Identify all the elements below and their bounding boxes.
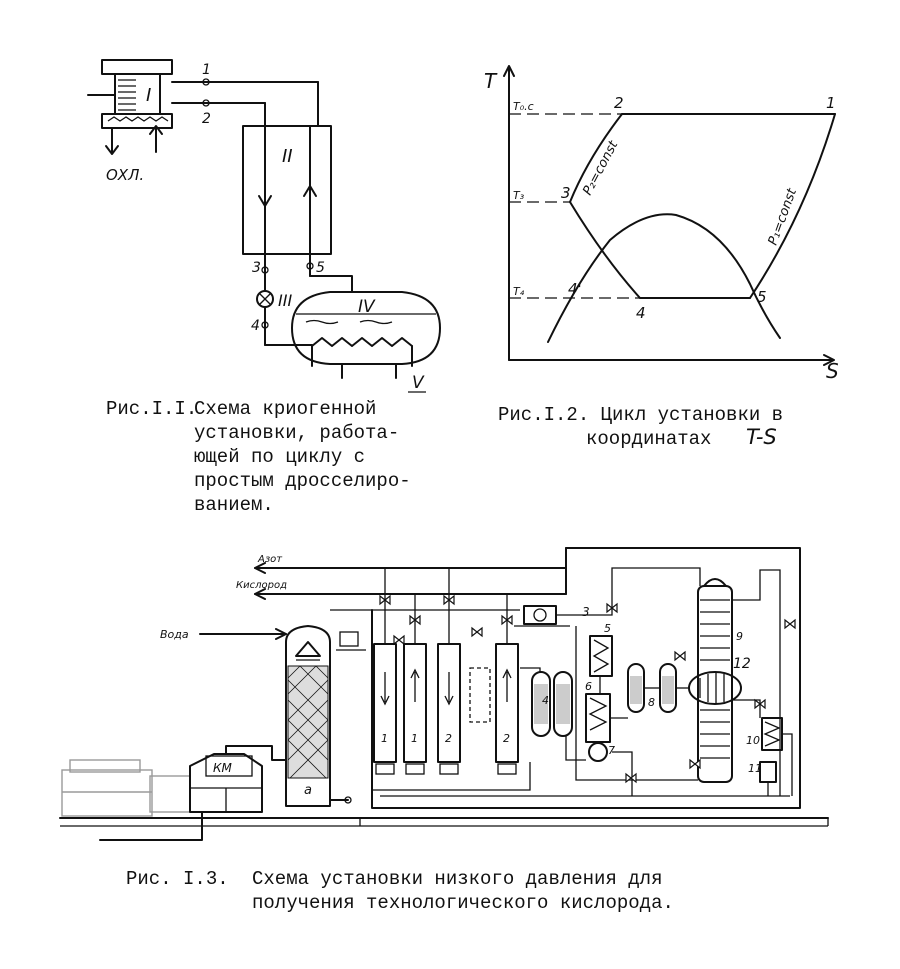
adsorber-4	[531, 671, 551, 737]
fig1-caption-line-1: Схема криогенной	[194, 398, 377, 420]
label-III: III	[278, 291, 292, 310]
fig3-caption-line-2: получения технологического кислорода.	[252, 892, 674, 914]
fig3-caption-lead: Рис. I.3.	[126, 868, 229, 890]
label-V: V	[412, 373, 425, 393]
heater-coil	[311, 337, 413, 347]
fig1-scheme: I ОХЛ. 1 2 II 3 III 4 5	[87, 59, 441, 393]
fig2-caption-line-2: координатах	[586, 428, 712, 450]
stream-nitrogen: Азот	[257, 554, 283, 565]
num-9: 9	[736, 630, 743, 643]
fig1-caption-line-3: ющей по циклу с	[194, 446, 366, 468]
level-t3: Т₃	[513, 189, 525, 202]
coolant-out-arrow-icon	[105, 145, 119, 155]
compressor-top-plate	[101, 59, 173, 75]
num-10: 10	[746, 734, 760, 747]
label-coolant: ОХЛ.	[106, 166, 144, 184]
ts-point-2: 2	[614, 94, 624, 112]
heat-exchanger-5	[589, 635, 613, 677]
axis-s-label: S	[826, 359, 839, 383]
fig2-caption-ts: T-S	[746, 425, 777, 449]
level-t0c: Т₀.с	[513, 100, 534, 113]
num-2b: 2	[503, 732, 510, 745]
separator-vessel-IV	[291, 291, 441, 365]
label-II: II	[282, 146, 293, 167]
compressor-km	[189, 753, 263, 813]
label-km: КМ	[213, 761, 233, 775]
axis-t-label: T	[484, 69, 498, 93]
rectification-column-9	[697, 585, 733, 783]
num-3: 3	[582, 605, 590, 619]
ts-point-3: 3	[561, 184, 571, 202]
fig3-caption-line-1: Схема установки низкого давления для	[252, 868, 663, 890]
scrubber-tower-a	[285, 625, 331, 807]
num-5: 5	[604, 622, 611, 635]
motor-silhouette	[61, 759, 191, 817]
fig1-caption-line-5: ванием.	[194, 494, 274, 516]
stream-water: Вода	[160, 628, 189, 641]
condenser-12	[688, 671, 742, 705]
num-1b: 1	[411, 732, 418, 745]
point-2: 2	[202, 111, 211, 127]
regenerators	[373, 643, 519, 775]
num-4: 4	[542, 694, 549, 707]
num-6: 6	[585, 680, 592, 693]
cooling-water-line	[99, 811, 203, 841]
down-arrow-icon	[258, 195, 272, 207]
num-12: 12	[733, 656, 751, 672]
point-3: 3	[252, 260, 261, 276]
ts-point-1: 1	[826, 94, 836, 112]
ts-point-4-prime: 4'	[568, 280, 582, 298]
pump-11	[759, 761, 777, 783]
point-1: 1	[202, 62, 211, 78]
num-1a: 1	[381, 732, 388, 745]
point-5: 5	[316, 260, 325, 276]
fig3-plant-scheme: КМ а Вода Азот Кислород	[59, 547, 829, 841]
fig1-caption-line-2: установки, работа-	[194, 422, 400, 444]
compressor-bottom-plate	[101, 113, 173, 129]
up-arrow-icon	[303, 185, 317, 197]
fig1-caption-lead: Рис.I.I.	[106, 398, 198, 420]
isobar-p2	[569, 113, 623, 203]
label-IV: IV	[358, 297, 376, 317]
saturation-dome	[547, 213, 781, 343]
label-I: I	[146, 85, 151, 106]
heat-exchanger-II	[242, 125, 332, 255]
ts-point-5: 5	[757, 288, 767, 306]
throttling-3-4	[569, 201, 641, 299]
coolant-in-arrow-icon	[149, 125, 163, 135]
label-a: а	[304, 783, 312, 798]
num-7: 7	[608, 744, 615, 757]
num-11: 11	[748, 762, 762, 775]
level-t4: Т₄	[513, 285, 525, 298]
fig2-ts-diagram: T S Т₀.с Т₃ Т₄ 1 2 3 4 4' 5 P₂=const P₁=…	[484, 65, 839, 383]
isobar-p1	[749, 113, 836, 299]
fig2-caption-line-1: Рис.I.2. Цикл установки в	[498, 404, 784, 426]
num-2a: 2	[445, 732, 452, 745]
num-8: 8	[648, 696, 655, 709]
ts-point-4: 4	[636, 304, 646, 322]
stream-oxygen: Кислород	[236, 580, 287, 591]
fig1-caption-line-4: простым дросселиро-	[194, 470, 411, 492]
separator-7	[588, 742, 608, 762]
point-4: 4	[251, 318, 260, 334]
